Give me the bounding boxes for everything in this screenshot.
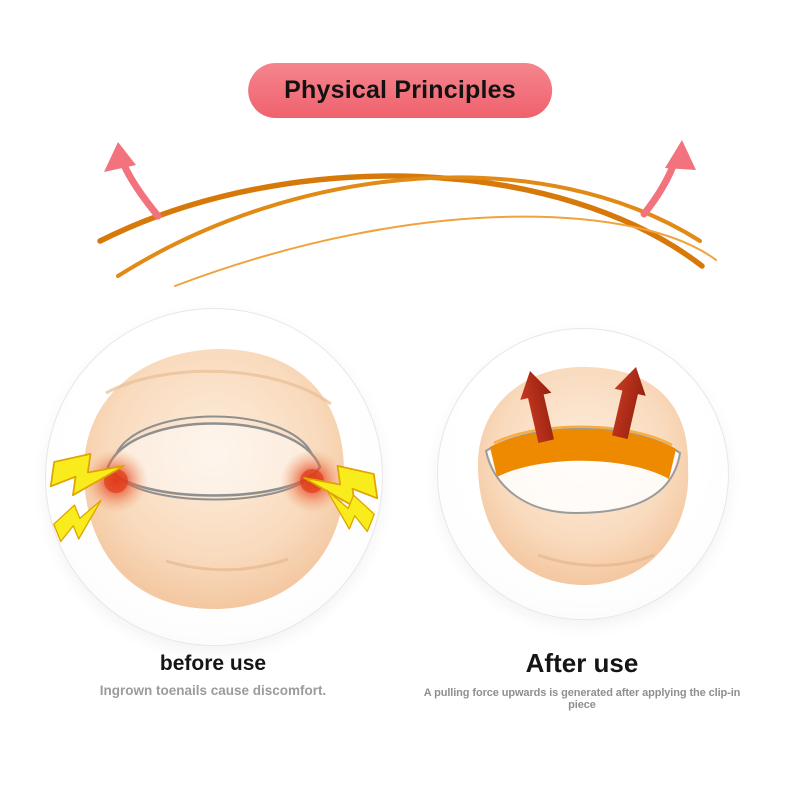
after-caption: After use A pulling force upwards is gen…: [414, 648, 750, 711]
before-use-circle: [45, 308, 383, 646]
clip-in-strip: [490, 425, 676, 479]
lift-arrow-right-icon: [640, 140, 696, 218]
after-subtitle: A pulling force upwards is generated aft…: [423, 687, 741, 711]
after-toe-illustration: [477, 363, 689, 585]
toe-crease-line: [537, 553, 655, 567]
orange-arc: [116, 175, 702, 278]
physical-principles-badge: Physical Principles: [248, 63, 552, 118]
before-caption: before use Ingrown toenails cause discom…: [45, 652, 381, 698]
before-subtitle: Ingrown toenails cause discomfort.: [99, 683, 327, 698]
toe-crease-line: [165, 557, 289, 572]
after-use-circle: [437, 328, 729, 620]
lift-arrow-left-icon: [104, 142, 162, 220]
before-title: before use: [159, 652, 267, 675]
before-toe-illustration: [49, 349, 379, 609]
orange-arc: [97, 173, 705, 269]
skin-fold-line: [105, 369, 332, 406]
badge-label: Physical Principles: [284, 76, 516, 104]
orange-arc: [174, 215, 717, 287]
lift-arcs-graphic: [97, 140, 717, 287]
toe-body: [83, 349, 345, 609]
after-title: After use: [525, 648, 639, 678]
